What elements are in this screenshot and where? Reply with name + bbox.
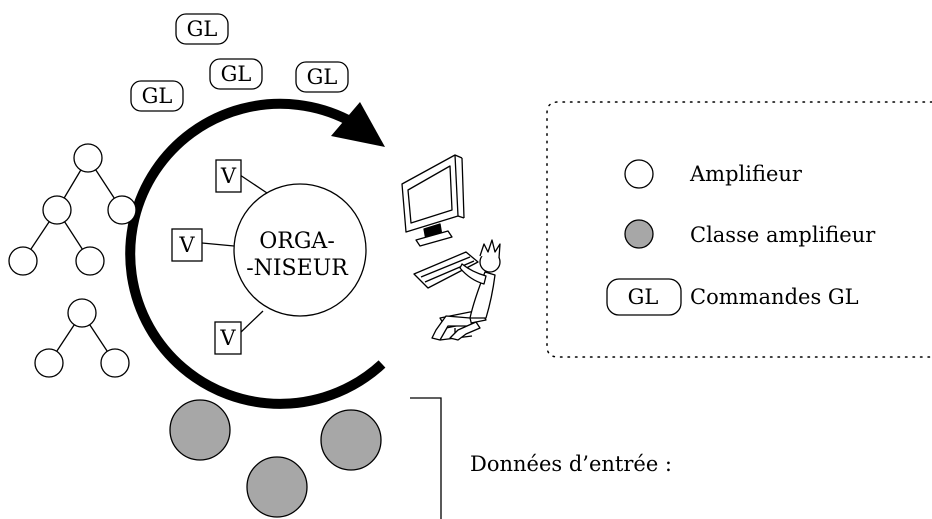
gl-command-box: GL — [130, 80, 184, 112]
legend-label-amplifier: Amplifieur — [689, 162, 803, 186]
gl-command-box: GL — [209, 58, 263, 90]
arrow-head — [331, 102, 385, 147]
amplifier-legend-symbol — [624, 159, 654, 189]
gl-command-label: GL — [221, 62, 252, 86]
gl-command-box: GL — [295, 61, 349, 93]
organizer-node: ORGA- -NISEUR — [233, 183, 367, 317]
v-label: V — [220, 164, 237, 188]
amplifier-node — [34, 348, 64, 378]
v-label: V — [219, 326, 236, 350]
legend-label-amplifier-class: Classe amplifieur — [690, 223, 876, 247]
v-connector — [239, 174, 268, 194]
gl-command-label: GL — [187, 17, 218, 41]
amplifier-tree — [8, 143, 137, 276]
gl-command-box: GL — [175, 13, 229, 45]
organizer-label-line2: -NISEUR — [246, 256, 349, 281]
amplifier-class-node — [169, 399, 231, 461]
input-data-label: Données d’entrée : — [470, 452, 672, 476]
amplifier-node — [107, 195, 137, 225]
amplifier-class-node — [320, 409, 382, 471]
amplifier-node — [8, 246, 38, 276]
legend-item-gl-commands: GL Commandes GL — [606, 278, 859, 316]
amplifier-tree — [34, 298, 130, 378]
legend-label-gl-commands: Commandes GL — [690, 285, 859, 309]
legend-item-amplifier: Amplifieur — [624, 159, 803, 189]
amplifier-class-node — [246, 456, 308, 518]
amplifier-node — [73, 143, 103, 173]
v-box: V — [215, 159, 242, 193]
amplifier-node — [67, 298, 97, 328]
gl-command-label: GL — [142, 84, 173, 108]
organizer-label-line1: ORGA- — [259, 229, 335, 254]
input-bracket — [410, 397, 442, 519]
circular-arrow-icon — [125, 98, 386, 409]
amplifier-node — [75, 246, 105, 276]
amplifier-class-legend-symbol — [624, 219, 654, 249]
amplifier-node — [42, 195, 72, 225]
legend-frame — [546, 101, 932, 358]
v-connector — [239, 310, 264, 334]
person-at-computer-icon — [401, 154, 501, 341]
gl-command-label: GL — [307, 65, 338, 89]
amplifier-node — [100, 348, 130, 378]
v-box: V — [171, 228, 203, 262]
gl-legend-symbol — [606, 278, 682, 316]
v-label: V — [178, 233, 195, 257]
v-box: V — [214, 321, 242, 355]
v-connector — [201, 242, 235, 247]
legend-item-amplifier-class: Classe amplifieur — [624, 219, 876, 249]
legend-gl-symbol-label: GL — [628, 285, 659, 309]
